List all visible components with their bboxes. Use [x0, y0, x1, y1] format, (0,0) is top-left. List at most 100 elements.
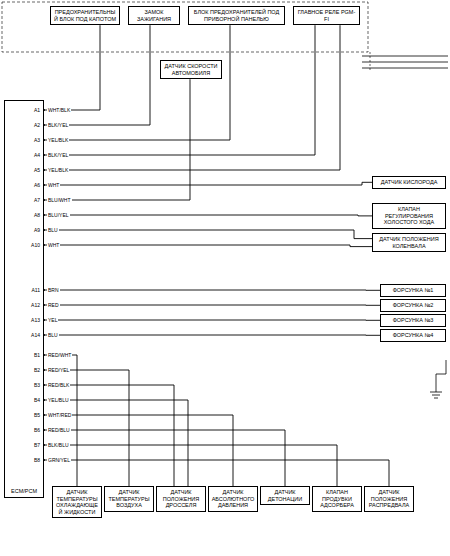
- bus-wire: [362, 56, 448, 57]
- node-label: БЛОК ПРЕДОХРАНИТЕЛЕЙ ПОД ПРИБОРНОЙ ПАНЕЛ…: [191, 9, 282, 22]
- sensor-box: ДАТЧИК СКОРОСТИ АВТОМОБИЛЯ: [160, 60, 222, 79]
- ground-wire: [436, 374, 446, 375]
- pin-number: B5: [24, 413, 40, 418]
- wire-color: RED/WHT: [47, 353, 72, 358]
- pin-number: A12: [24, 303, 40, 308]
- sensor-box: ДАТЧИК ТЕМПЕРАТУРЫ ВОЗДУХА: [104, 486, 154, 512]
- sensor-box: ДАТЧИК АБСОЛЮТНОГО ДАВЛЕНИЯ: [208, 486, 258, 512]
- node-label: ГЛАВНОЕ РЕЛЕ PGM-FI: [296, 9, 357, 22]
- valve-box: КЛАПАН РЕГУЛИРОВАНИЯ ХОЛОСТОГО ХОДА: [372, 203, 446, 229]
- pin-number: A3: [24, 138, 40, 143]
- wire-color: YEL/BLK: [47, 138, 69, 143]
- pin-number: B6: [24, 428, 40, 433]
- wire-color: BLU: [47, 228, 59, 233]
- wire-color: BLK/BLU: [47, 443, 70, 448]
- sensor-box: ДАТЧИК ДЕТОНАЦИИ: [260, 486, 310, 505]
- wire: [44, 182, 372, 185]
- pin-number: A10: [24, 243, 40, 248]
- wire: [44, 370, 129, 486]
- wire: [44, 25, 100, 110]
- wire: [44, 290, 380, 291]
- relay-box: ГЛАВНОЕ РЕЛЕ PGM-FI: [293, 6, 360, 25]
- pin-number: A9: [24, 228, 40, 233]
- wire: [44, 335, 380, 336]
- node-label: КЛАПАН РЕГУЛИРОВАНИЯ ХОЛОСТОГО ХОДА: [375, 206, 443, 226]
- wire-color: YEL/BLU: [47, 398, 70, 403]
- bus-wire: [362, 68, 448, 69]
- wire: [44, 25, 340, 170]
- wire-color: BLU/WHT: [47, 198, 72, 203]
- node-label: ПРЕДОХРАНИТЕЛЬНЫЙ БЛОК ПОД КАПОТОМ: [53, 9, 117, 22]
- ground-symbol: [430, 380, 442, 398]
- wire-color: YEL: [47, 318, 58, 323]
- sensor-box: ДАТЧИК ПОЛОЖЕНИЯ ДРОССЕЛЯ: [156, 486, 206, 512]
- wire-color: RED/YEL: [47, 368, 70, 373]
- pin-number: A13: [24, 318, 40, 323]
- pin-number: B2: [24, 368, 40, 373]
- ground-wire: [436, 374, 437, 380]
- wire: [44, 230, 372, 239]
- node-label: КЛАПАН ПРОДУВКИ АДСОРБЕРА: [315, 489, 359, 509]
- wire-color: RED/BLU: [47, 428, 71, 433]
- pin-number: A1: [24, 108, 40, 113]
- wire: [44, 305, 380, 306]
- wire-color: BLU: [47, 333, 59, 338]
- pin-number: B1: [24, 353, 40, 358]
- node-label: ДАТЧИК ПОЛОЖЕНИЯ ДРОССЕЛЯ: [159, 489, 203, 509]
- connector-mark: [370, 52, 371, 72]
- node-label: ФОРСУНКА №4: [383, 332, 443, 339]
- wire: [44, 25, 150, 125]
- wire: [44, 415, 233, 486]
- pin-number: A4: [24, 153, 40, 158]
- wire: [44, 320, 380, 321]
- pin-number: B7: [24, 443, 40, 448]
- node-label: ДАТЧИК ПОЛОЖЕНИЯ КОЛЕНВАЛА: [375, 236, 443, 249]
- wire: [44, 445, 337, 486]
- wire: [44, 215, 372, 217]
- node-label: ДАТЧИК ПОЛОЖЕНИЯ РАСПРЕДВАЛА: [367, 489, 411, 509]
- wire-color: WHT: [47, 183, 60, 188]
- node-label: ДАТЧИК ТЕМПЕРАТУРЫ ВОЗДУХА: [107, 489, 151, 509]
- bus-wire: [362, 62, 448, 63]
- wire-color: BLU/YEL: [47, 213, 70, 218]
- injector-box: ФОРСУНКА №4: [380, 329, 446, 342]
- sensor-box: ДАТЧИК ПОЛОЖЕНИЯ РАСПРЕДВАЛА: [364, 486, 414, 512]
- wire-color: WHT: [47, 243, 60, 248]
- ignition-switch: ЗАМОК ЗАЖИГАНИЯ: [128, 6, 180, 25]
- sensor-box: ДАТЧИК КИСЛОРОДА: [372, 176, 446, 189]
- wire: [44, 79, 190, 200]
- valve-box: КЛАПАН ПРОДУВКИ АДСОРБЕРА: [312, 486, 362, 512]
- fuse-box: ПРЕДОХРАНИТЕЛЬНЫЙ БЛОК ПОД КАПОТОМ: [50, 6, 120, 25]
- wire-color: RED: [47, 303, 60, 308]
- wire-color: BLK/YEL: [47, 153, 69, 158]
- wire: [44, 25, 230, 140]
- node-label: ДАТЧИК КИСЛОРОДА: [375, 179, 443, 186]
- pin-number: A8: [24, 213, 40, 218]
- node-label: ДАТЧИК АБСОЛЮТНОГО ДАВЛЕНИЯ: [211, 489, 255, 509]
- pin-number: B3: [24, 383, 40, 388]
- node-label: ФОРСУНКА №3: [383, 317, 443, 324]
- node-label: ФОРСУНКА №1: [383, 287, 443, 294]
- node-label: ДАТЧИК СКОРОСТИ АВТОМОБИЛЯ: [163, 63, 219, 76]
- pin-number: A14: [24, 333, 40, 338]
- injector-box: ФОРСУНКА №2: [380, 299, 446, 312]
- wire-color: YEL/BLK: [47, 168, 69, 173]
- node-label: ДАТЧИК ДЕТОНАЦИИ: [263, 489, 307, 502]
- pin-number: A11: [24, 288, 40, 293]
- control-unit: ECM/PCM: [4, 100, 44, 498]
- ground-wire: [446, 360, 447, 374]
- wire-color: BRN: [47, 288, 60, 293]
- wire-color: RED/BLK: [47, 383, 70, 388]
- fuse-box: БЛОК ПРЕДОХРАНИТЕЛЕЙ ПОД ПРИБОРНОЙ ПАНЕЛ…: [188, 6, 285, 25]
- wire-color: BLK/YEL: [47, 123, 69, 128]
- node-label: ЗАМОК ЗАЖИГАНИЯ: [131, 9, 177, 22]
- wire: [44, 355, 77, 486]
- wire: [44, 25, 315, 155]
- node-label: ДАТЧИК ТЕМПЕРАТУРЫ ОХЛАЖДАЮЩЕЙ ЖИДКОСТИ: [55, 489, 99, 515]
- fuse-region-outline: [2, 2, 368, 52]
- node-label: ФОРСУНКА №2: [383, 302, 443, 309]
- wire-color: WHT/BLK: [47, 108, 71, 113]
- pin-number: A2: [24, 123, 40, 128]
- pin-number: A7: [24, 198, 40, 203]
